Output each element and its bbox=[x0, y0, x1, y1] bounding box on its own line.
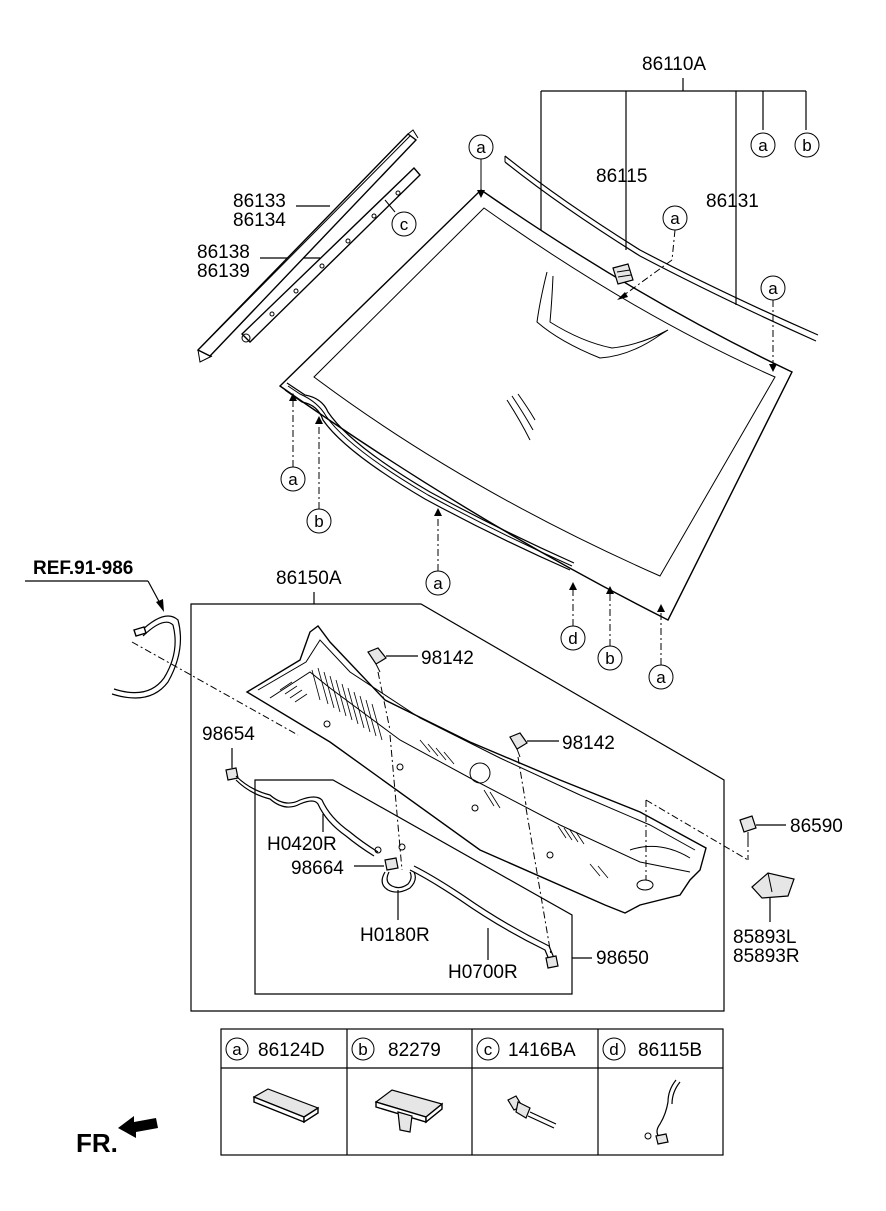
svg-text:b: b bbox=[605, 649, 614, 668]
callout-a-right: a bbox=[760, 275, 786, 372]
legend-part-c: 1416BA bbox=[508, 1040, 576, 1061]
side-molding-inner bbox=[241, 166, 421, 343]
clip-82279-icon bbox=[374, 1089, 444, 1133]
legend-part-b: 82279 bbox=[388, 1040, 441, 1061]
label-98142-left: 98142 bbox=[421, 648, 474, 669]
svg-text:a: a bbox=[232, 1040, 242, 1059]
hose-tee-98664 bbox=[354, 843, 406, 871]
label-86131: 86131 bbox=[706, 191, 759, 212]
label-H0700R: H0700R bbox=[448, 962, 518, 983]
legend-part-a: 86124D bbox=[258, 1040, 325, 1061]
callout-c: c bbox=[391, 211, 417, 237]
label-86134: 86134 bbox=[233, 210, 286, 231]
leader-86110A bbox=[540, 78, 807, 305]
hose-connector-98654 bbox=[225, 748, 239, 781]
callout-d: d bbox=[560, 582, 586, 651]
washer-hose-H0180R bbox=[381, 871, 416, 920]
legend-cell-b: b 82279 bbox=[351, 1037, 444, 1133]
label-98664: 98664 bbox=[291, 858, 344, 879]
label-98650: 98650 bbox=[596, 948, 649, 969]
callout-a-sensor: a bbox=[617, 205, 688, 300]
washer-nozzle-left bbox=[367, 647, 418, 731]
ref-leader bbox=[147, 580, 164, 612]
callout-b-left: b bbox=[306, 416, 332, 534]
label-86590: 86590 bbox=[790, 816, 843, 837]
top-molding-strip bbox=[504, 155, 819, 342]
callout-a-bottom-right: a bbox=[648, 604, 674, 690]
callout-a-top-right: a bbox=[750, 132, 776, 158]
side-molding-outer bbox=[196, 129, 419, 363]
svg-text:a: a bbox=[670, 209, 680, 228]
ref-dashline bbox=[131, 641, 299, 736]
svg-text:b: b bbox=[802, 136, 811, 155]
svg-text:c: c bbox=[484, 1040, 493, 1059]
callout-b-top-right: b bbox=[794, 132, 820, 158]
label-H0420R: H0420R bbox=[267, 834, 337, 855]
svg-text:a: a bbox=[433, 574, 443, 593]
label-86138: 86138 bbox=[197, 242, 250, 263]
washer-nozzle-right bbox=[509, 732, 559, 806]
label-86110A: 86110A bbox=[642, 54, 706, 75]
legend-cell-c: c 1416BA bbox=[476, 1037, 576, 1129]
svg-text:b: b bbox=[358, 1040, 367, 1059]
nozzle-dashline-right bbox=[525, 807, 552, 956]
callout-a-left: a bbox=[280, 393, 306, 492]
svg-text:c: c bbox=[400, 215, 409, 234]
label-86150A: 86150A bbox=[276, 568, 342, 589]
sensor-harness-86115B-icon bbox=[644, 1079, 681, 1145]
front-direction-arrow-icon bbox=[118, 1116, 158, 1138]
label-86115: 86115 bbox=[596, 166, 647, 187]
svg-text:d: d bbox=[568, 629, 577, 648]
legend-cell-d: d 86115B bbox=[602, 1037, 702, 1145]
label-85893L: 85893L bbox=[733, 927, 796, 948]
label-86139: 86139 bbox=[197, 261, 250, 282]
label-fr: FR. bbox=[76, 1128, 118, 1158]
legend-cell-a: a 86124D bbox=[225, 1037, 325, 1124]
cowl-side-cover bbox=[751, 872, 795, 922]
callout-a-top-center: a bbox=[468, 134, 494, 198]
label-86133: 86133 bbox=[233, 191, 286, 212]
hose-subassembly-frame bbox=[254, 779, 573, 995]
cowl-assembly-frame bbox=[190, 592, 725, 1012]
washer-hose-ref bbox=[111, 615, 182, 699]
windshield-glass bbox=[278, 189, 793, 621]
label-ref-91-986: REF.91-986 bbox=[33, 558, 133, 579]
svg-text:a: a bbox=[288, 470, 298, 489]
label-98654: 98654 bbox=[202, 724, 255, 745]
svg-text:a: a bbox=[758, 136, 768, 155]
callout-a-bottom: a bbox=[425, 508, 451, 596]
svg-text:a: a bbox=[656, 668, 666, 687]
label-85893R: 85893R bbox=[733, 946, 800, 967]
cowl-panel bbox=[245, 625, 707, 914]
label-H0180R: H0180R bbox=[360, 925, 430, 946]
clip-86124D-icon bbox=[252, 1088, 320, 1124]
label-98142-right: 98142 bbox=[562, 733, 615, 754]
lower-glass-strip bbox=[284, 382, 575, 571]
svg-text:b: b bbox=[314, 512, 323, 531]
washer-hose-H0420R bbox=[235, 775, 379, 857]
rivet-1416BA-icon bbox=[507, 1095, 557, 1129]
callout-b-bottom: b bbox=[597, 586, 623, 671]
svg-text:d: d bbox=[609, 1040, 618, 1059]
clip-86590 bbox=[645, 799, 786, 880]
washer-hose-H0700R bbox=[409, 865, 559, 969]
legend-table bbox=[220, 1028, 724, 1156]
svg-text:a: a bbox=[476, 138, 486, 157]
legend-part-d: 86115B bbox=[638, 1040, 702, 1061]
cowl-grille-hatching bbox=[279, 667, 609, 879]
svg-text:a: a bbox=[768, 279, 778, 298]
